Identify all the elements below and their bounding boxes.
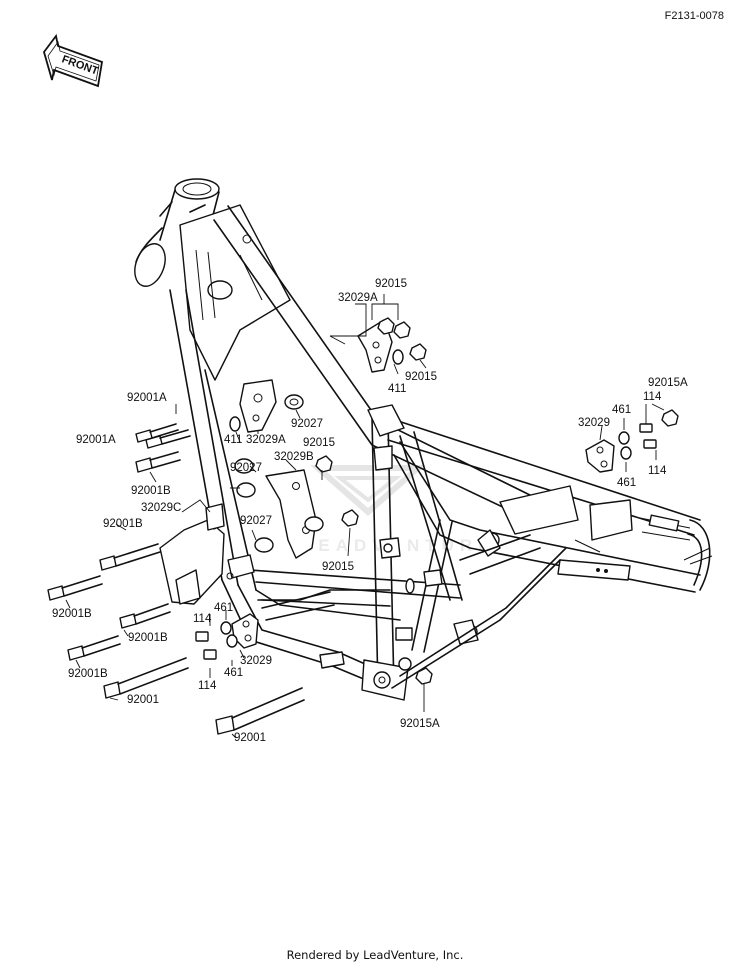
callout-461-left-b: 461: [224, 667, 243, 679]
callout-411-top: 411: [388, 383, 406, 395]
nut-92015-mid: [315, 455, 359, 527]
callout-32029-left: 32029: [240, 655, 272, 667]
footer-credit: Rendered by LeadVenture, Inc.: [286, 948, 464, 962]
steering-head-bottom: [134, 243, 166, 287]
callout-411-mid: 411: [224, 434, 242, 446]
nut-92015-top: [377, 317, 427, 361]
callout-92027-c: 92027: [240, 515, 272, 527]
callout-92001A-a: 92001A: [127, 392, 167, 404]
washer-411-mid: [229, 416, 241, 432]
seat-post-bracket: [367, 404, 405, 437]
callout-92001B-a: 92001B: [131, 485, 171, 497]
bolt-92001B-b: [99, 543, 161, 571]
collar-92027-a: [284, 394, 304, 410]
bolt-114-right: [639, 423, 657, 449]
leader-lines: [65, 294, 665, 739]
engine-mount-bracket-32029A: [239, 379, 277, 433]
bolt-92001-a: [103, 657, 189, 699]
callout-92015A-right: 92015A: [648, 377, 688, 389]
callout-461-right: 461: [612, 404, 631, 416]
callout-92015-top: 92015: [375, 278, 407, 290]
bracket-32029-right: [585, 439, 615, 473]
nut-92015A-right: [661, 409, 679, 427]
bolt-92001A-b: [145, 429, 191, 449]
nut-92015A-bottom: [415, 667, 433, 685]
callout-92001B-c: 92001B: [52, 608, 92, 620]
callout-92015-mid2: 92015: [322, 561, 354, 573]
callout-labels: 92015 32029A 411 92015 92015A 461 114 32…: [52, 278, 688, 744]
callout-92027-a: 92027: [291, 418, 323, 430]
callout-32029C: 32029C: [141, 502, 181, 514]
callout-461-right-b: 461: [617, 477, 636, 489]
callout-92001B-e: 92001B: [68, 668, 108, 680]
front-arrow-icon: FRONT: [43, 33, 104, 88]
rear-bracket: [499, 485, 579, 535]
washer-411-top: [392, 349, 404, 365]
callout-32029B: 32029B: [274, 451, 314, 463]
bolt-92001B-c: [47, 575, 103, 601]
callout-114-left-a: 114: [193, 613, 212, 625]
collar-92027-b: [234, 458, 324, 553]
bolt-92001B-e: [67, 635, 121, 661]
motorcycle-frame: [134, 178, 713, 701]
bracket-32029B: [265, 469, 317, 559]
callout-92015-mid: 92015: [303, 437, 335, 449]
callout-92015-top2: 92015: [405, 371, 437, 383]
callout-92027-b: 92027: [230, 462, 262, 474]
bracket-32029C: [159, 503, 234, 605]
diagram-id: F2131-0078: [664, 10, 724, 22]
callout-92001A-b: 92001A: [76, 434, 116, 446]
steering-head-top: [174, 178, 220, 200]
bolt-92001B-a: [135, 451, 181, 473]
callout-114-right-b: 114: [648, 465, 667, 477]
callout-92001B-b: 92001B: [103, 518, 143, 530]
callout-32029A-mid: 32029A: [246, 434, 286, 446]
callout-92001-a: 92001: [127, 694, 159, 706]
pivot-boss: [373, 671, 391, 689]
head-gusset: [179, 204, 291, 381]
callout-92001B-d: 92001B: [128, 632, 168, 644]
bolt-92001-b: [215, 687, 305, 735]
bolt-114-left: [195, 631, 217, 660]
callout-92015A-bottom: 92015A: [400, 718, 440, 730]
rubber-461-right: [618, 431, 632, 460]
callout-461-left-a: 461: [214, 602, 233, 614]
callout-114-left-b: 114: [198, 680, 217, 692]
bolt-92001B-d: [119, 603, 171, 629]
callout-114-right-a: 114: [643, 391, 662, 403]
callout-32029-right: 32029: [578, 417, 610, 429]
callout-92001-b: 92001: [234, 732, 266, 744]
callout-32029A-top: 32029A: [338, 292, 378, 304]
rubber-461-left: [220, 621, 238, 648]
